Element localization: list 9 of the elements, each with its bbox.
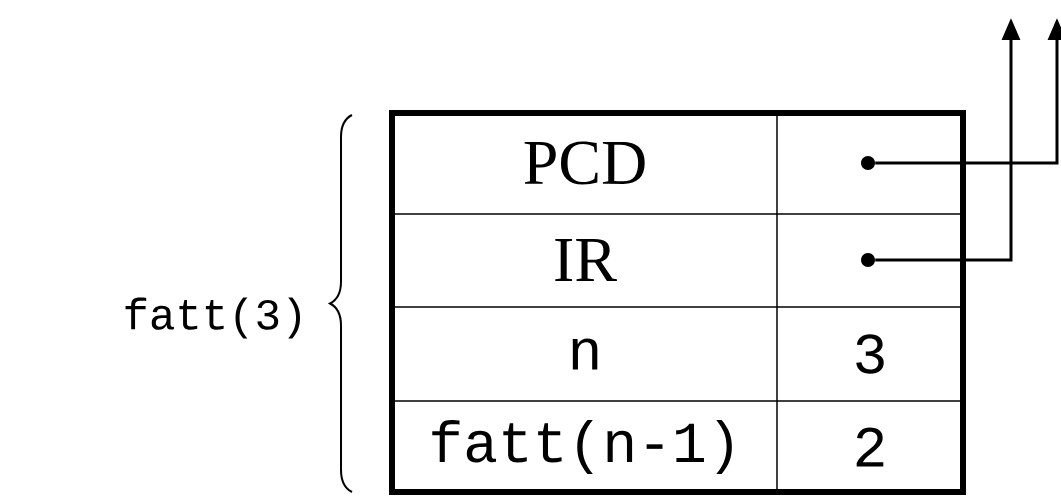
field-name: PCD (524, 141, 645, 185)
field-name: n (572, 338, 598, 370)
brace-label: fatt(3) (125, 297, 300, 339)
field-name: IR (555, 239, 617, 281)
connector-dot (861, 253, 875, 267)
connector-dot (861, 156, 875, 170)
field-value: 3 (856, 334, 884, 374)
field-name: fatt(n-1) (432, 419, 732, 474)
field-value: 2 (856, 427, 884, 467)
